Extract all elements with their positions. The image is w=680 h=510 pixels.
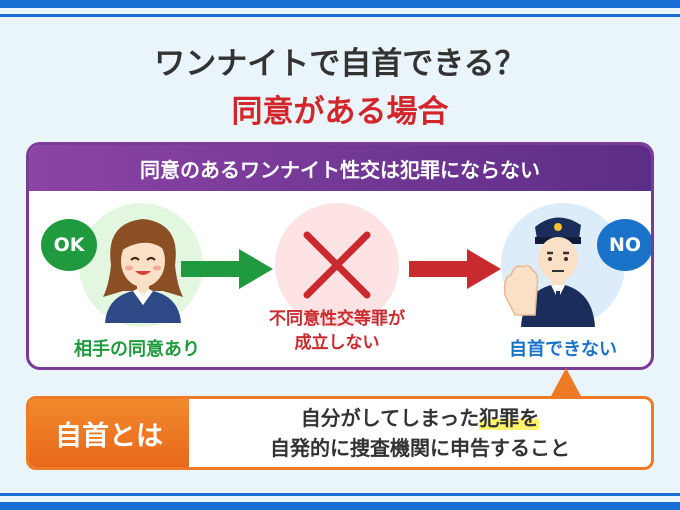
definition-line-1-text: 自分がしてしまった (300, 406, 480, 430)
ok-label: OK (53, 234, 85, 256)
consent-caption: 相手の同意あり (74, 339, 200, 360)
police-officer-icon (503, 217, 595, 327)
bottom-stripe (0, 502, 680, 510)
pointer-triangle-icon (550, 368, 582, 398)
definition-label: 自首とは (29, 399, 189, 467)
crime-caption-line-2: 成立しない (294, 333, 380, 353)
definition-highlight: 犯罪を (479, 406, 540, 430)
bottom-stripe-thin (0, 493, 680, 496)
no-bubble: NO (597, 219, 651, 271)
x-mark-icon (303, 231, 371, 299)
definition-box: 自首とは 自分がしてしまった犯罪を 自発的に捜査機関に申告すること (26, 396, 654, 470)
consent-panel: 同意のあるワンナイト性交は犯罪にならない OK 相手の同意あり (26, 142, 654, 370)
definition-line-2: 自発的に捜査機関に申告すること (270, 436, 570, 460)
title-line-2: 同意がある場合 (231, 94, 449, 130)
crime-caption-line-1: 不同意性交等罪が (269, 309, 405, 329)
no-label: NO (608, 234, 642, 256)
title-line-1: ワンナイトで自首できる？ (154, 46, 526, 82)
top-stripe-thin (0, 14, 680, 17)
red-arrow-icon (409, 249, 501, 289)
green-arrow-icon (181, 249, 273, 289)
panel-heading: 同意のあるワンナイト性交は犯罪にならない (29, 145, 651, 191)
top-stripe (0, 0, 680, 8)
smiling-woman-icon (103, 219, 183, 323)
crime-caption: 不同意性交等罪が 成立しない (237, 307, 437, 355)
definition-line-1: 自分がしてしまった犯罪を (301, 403, 540, 433)
cannot-surrender-caption: 自首できない (509, 339, 617, 360)
definition-text: 自分がしてしまった犯罪を 自発的に捜査機関に申告すること (189, 399, 651, 467)
ok-bubble: OK (41, 219, 97, 271)
